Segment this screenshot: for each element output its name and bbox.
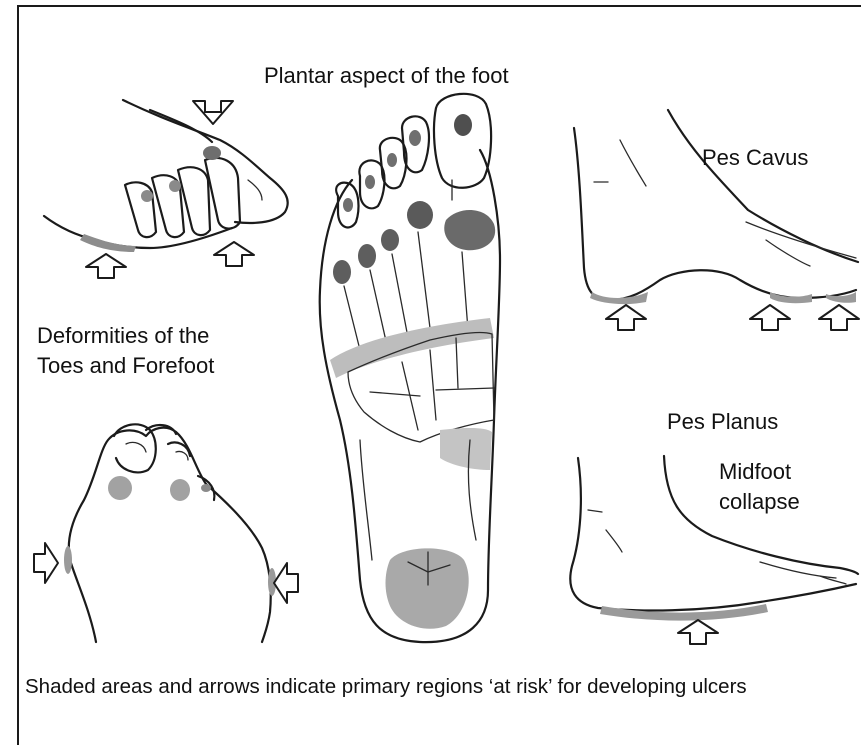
pes-planus-label: Pes Planus (667, 408, 778, 436)
plantar-foot-illustration (320, 94, 500, 642)
deformities-label-line2: Toes and Forefoot (37, 352, 214, 380)
midfoot-collapse-label-line1: Midfoot (719, 458, 791, 486)
toes-side-view-illustration (44, 100, 288, 278)
right-arrow-icon (34, 543, 58, 583)
left-arrow-icon (274, 563, 298, 603)
dorsal-pressure-spot (108, 476, 132, 500)
up-arrow-icon (606, 305, 646, 330)
figure-caption: Shaded areas and arrows indicate primary… (25, 674, 747, 700)
up-arrow-icon (214, 242, 254, 266)
plantar-shaded-area (80, 234, 136, 252)
sole-shaded-area (600, 604, 768, 621)
forefoot-dorsal-illustration (34, 424, 298, 642)
up-arrow-icon (819, 305, 859, 330)
pes-planus-illustration (570, 456, 858, 644)
up-arrow-icon (750, 305, 790, 330)
pes-cavus-illustration (574, 110, 859, 330)
dorsal-pressure-spot (203, 146, 221, 160)
deformities-label-line1: Deformities of the (37, 322, 209, 350)
pes-cavus-label: Pes Cavus (702, 144, 808, 172)
midfoot-collapse-label-line2: collapse (719, 488, 800, 516)
up-arrow-icon (86, 254, 126, 278)
heel-shaded-area (386, 548, 469, 628)
up-arrow-icon (678, 620, 718, 644)
plantar-aspect-title: Plantar aspect of the foot (264, 62, 509, 90)
down-arrow-icon (193, 101, 233, 124)
